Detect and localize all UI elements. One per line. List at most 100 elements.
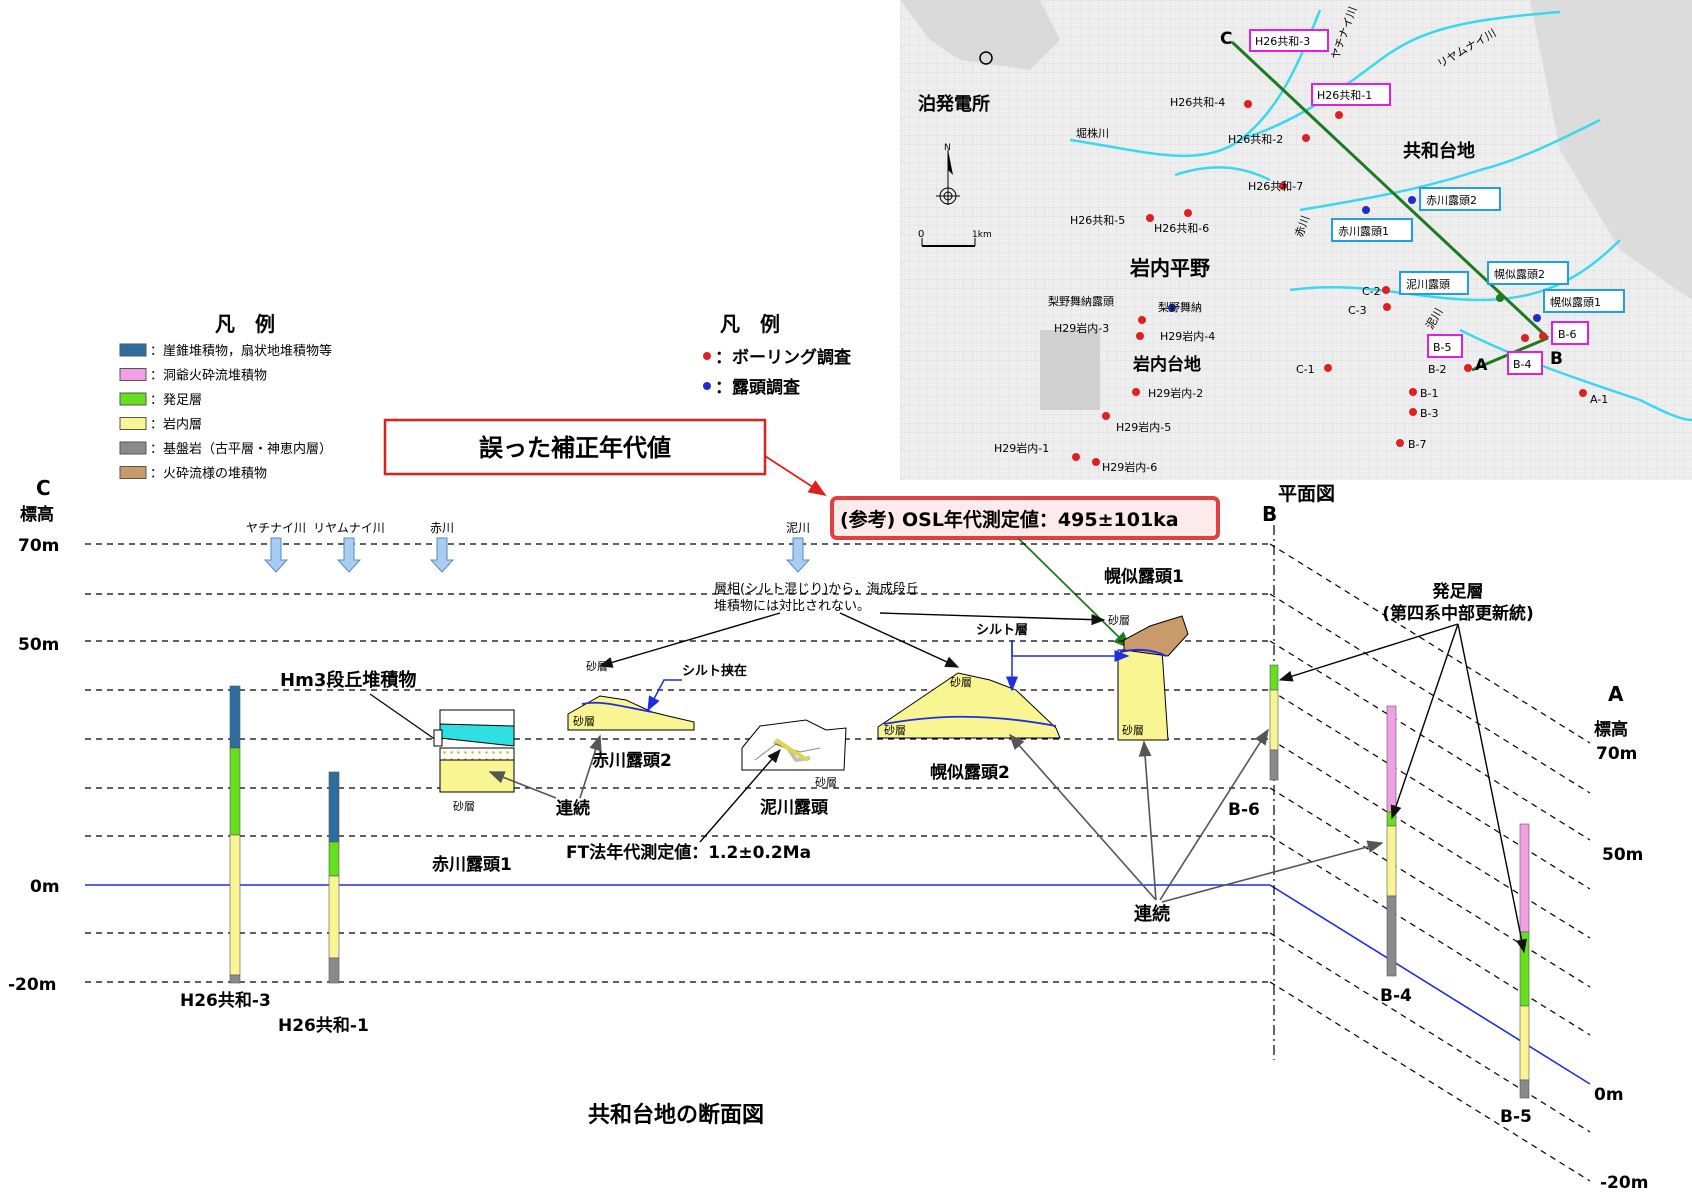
map-magenta-boxes: H26共和-3 H26共和-1 B-5 B-4 B-6: [1249, 29, 1589, 375]
strata-legend-swatch: [119, 441, 147, 455]
sand-label-horo1-b: 砂層: [1122, 724, 1144, 737]
ft-age-label: FT法年代測定値：1.2±0.2Ma: [566, 842, 811, 863]
strata-legend-label: ：崖錐堆積物，扇状地堆積物等: [150, 343, 332, 359]
right-tick-0: 0m: [1594, 1085, 1624, 1105]
facies-note-line1: 層相(シルト混じり)から，海成段丘: [714, 582, 919, 597]
right-elev-label: 標高: [1594, 719, 1628, 740]
renzoku-arrows-right: [1008, 728, 1384, 903]
silt-interbed-arrow: [647, 679, 682, 712]
strata-legend-swatch: [119, 392, 147, 406]
map-point-labels: H26共和-4 H26共和-2 H26共和-7 H26共和-5 H26共和-6 …: [994, 96, 1608, 474]
facies-arrow-horo1: [879, 612, 1106, 626]
box-b4: [1507, 351, 1543, 375]
outcrop-dot: [1362, 206, 1370, 214]
label-h29i2: H29岩内-2: [1148, 386, 1203, 400]
map-mountain-area: [1530, 0, 1692, 300]
silt-interbed-label: シルト挟在: [682, 663, 747, 679]
strata-legend-swatch: [119, 343, 147, 357]
renzoku-arrow-left-1: [488, 771, 557, 799]
outcrop-label-aka2: 赤川露頭2: [592, 750, 672, 771]
renzoku-label-left: 連続: [556, 798, 590, 819]
label-aka1: 赤川露頭1: [1338, 225, 1389, 238]
river-east: [1459, 328, 1692, 422]
sand-label-doro: 砂層: [815, 776, 837, 789]
facies-arrow-aka2: [598, 612, 781, 668]
river-arrow-icon: [336, 537, 362, 573]
boring-dot: [1383, 303, 1391, 311]
map-label-plant: 泊発電所: [918, 93, 990, 115]
outcrop-dot: [1408, 196, 1416, 204]
plant-marker-icon: [979, 51, 993, 65]
boring-legend-dot: [703, 352, 711, 360]
river-dorokawa: [1289, 239, 1621, 302]
boring-dot: [1136, 332, 1144, 340]
box-aka1: [1331, 218, 1413, 242]
boring-dot: [1539, 332, 1547, 340]
sand-label-horo1-a: 砂層: [1108, 614, 1130, 627]
map-point-c-label: C: [1220, 29, 1232, 49]
north-arrow-icon: [936, 150, 960, 205]
sand-label-aka2-b: 砂層: [586, 660, 608, 673]
boring-dot: [1092, 458, 1100, 466]
boring-dot: [1138, 316, 1146, 324]
outcrop-dot: [1533, 314, 1541, 322]
boring-dot: [1396, 439, 1404, 447]
left-tick-0: 0m: [30, 877, 60, 897]
label-h29i6: H29岩内-6: [1102, 460, 1157, 474]
left-tick-m20: -20m: [8, 975, 56, 995]
box-doro: [1399, 271, 1469, 295]
outcrop-horoni2-sketch: [877, 672, 1061, 739]
label-h26k6: H26共和-6: [1154, 222, 1209, 235]
river-horikabu: [1069, 9, 1322, 157]
right-tick-50: 50m: [1602, 845, 1643, 865]
bore-label-b6: B-6: [1228, 800, 1260, 820]
bore-label-b5: B-5: [1500, 1107, 1532, 1127]
cross-section: C 標高 70m 50m 0m -20m B A 標高 70m 50m 0m -…: [8, 476, 1648, 1193]
box-horo2: [1487, 261, 1569, 285]
label-b2: B-2: [1428, 363, 1447, 376]
boring-dot: [1464, 364, 1472, 372]
bore-label-h26k1: H26共和-1: [278, 1016, 369, 1036]
label-b4: B-4: [1513, 358, 1532, 371]
map-label-plain: 岩内平野: [1129, 256, 1210, 280]
left-tick-50: 50m: [18, 635, 59, 655]
label-horo1: 幌似露頭1: [1550, 295, 1601, 309]
map-panel: C A B 泊発電所 岩内平野 共和台地 岩内台地 堀株川 赤川 ヤチナイ川 リ…: [900, 0, 1692, 480]
river-akagawa: [1299, 118, 1601, 212]
strata-legend-label: ：岩内層: [150, 417, 202, 433]
label-c3: C-3: [1348, 304, 1367, 317]
left-elev-label: 標高: [20, 504, 54, 525]
river-arrow-icon: [429, 537, 455, 573]
boring-legend-label: ：ボーリング調査: [715, 347, 852, 368]
hm3-leader: [369, 693, 437, 741]
label-a1: A-1: [1590, 393, 1608, 406]
label-h26k2: H26共和-2: [1228, 133, 1283, 146]
strata-legend-label: ：洞爺火砕流堆積物: [150, 369, 267, 384]
boring-dot: [1409, 408, 1417, 416]
label-b1: B-1: [1420, 387, 1439, 400]
hattari-arrows: [1278, 623, 1528, 954]
box-b5: [1427, 334, 1463, 358]
map-point-b-label: B: [1550, 349, 1563, 369]
label-h26k1: H26共和-1: [1317, 89, 1372, 102]
survey-legend: 凡 例 ：ボーリング調査 ：露頭調査: [703, 312, 852, 398]
outcrop-dot: [1168, 304, 1176, 312]
label-b7: B-7: [1408, 438, 1427, 451]
boring-dot: [1521, 334, 1529, 342]
label-h26k7: H26共和-7: [1248, 180, 1303, 193]
borehole-b5: [1519, 823, 1530, 1099]
oblique-gridlines: [1269, 543, 1591, 1182]
north-label: N: [944, 143, 951, 153]
boring-dot: [1335, 111, 1343, 119]
label-h29i4: H29岩内-4: [1160, 329, 1215, 343]
boring-dot: [1102, 412, 1110, 420]
strata-legend-swatch: [119, 417, 147, 430]
map-boring-points: [1072, 100, 1587, 466]
boring-dot: [1184, 209, 1192, 217]
box-h26k1: [1311, 83, 1391, 106]
boring-dot: [1579, 389, 1587, 397]
section-left-end: C: [36, 476, 51, 500]
outcrop-dorokawa-sketch: [741, 719, 847, 771]
borehole-h26k3: [229, 685, 241, 984]
